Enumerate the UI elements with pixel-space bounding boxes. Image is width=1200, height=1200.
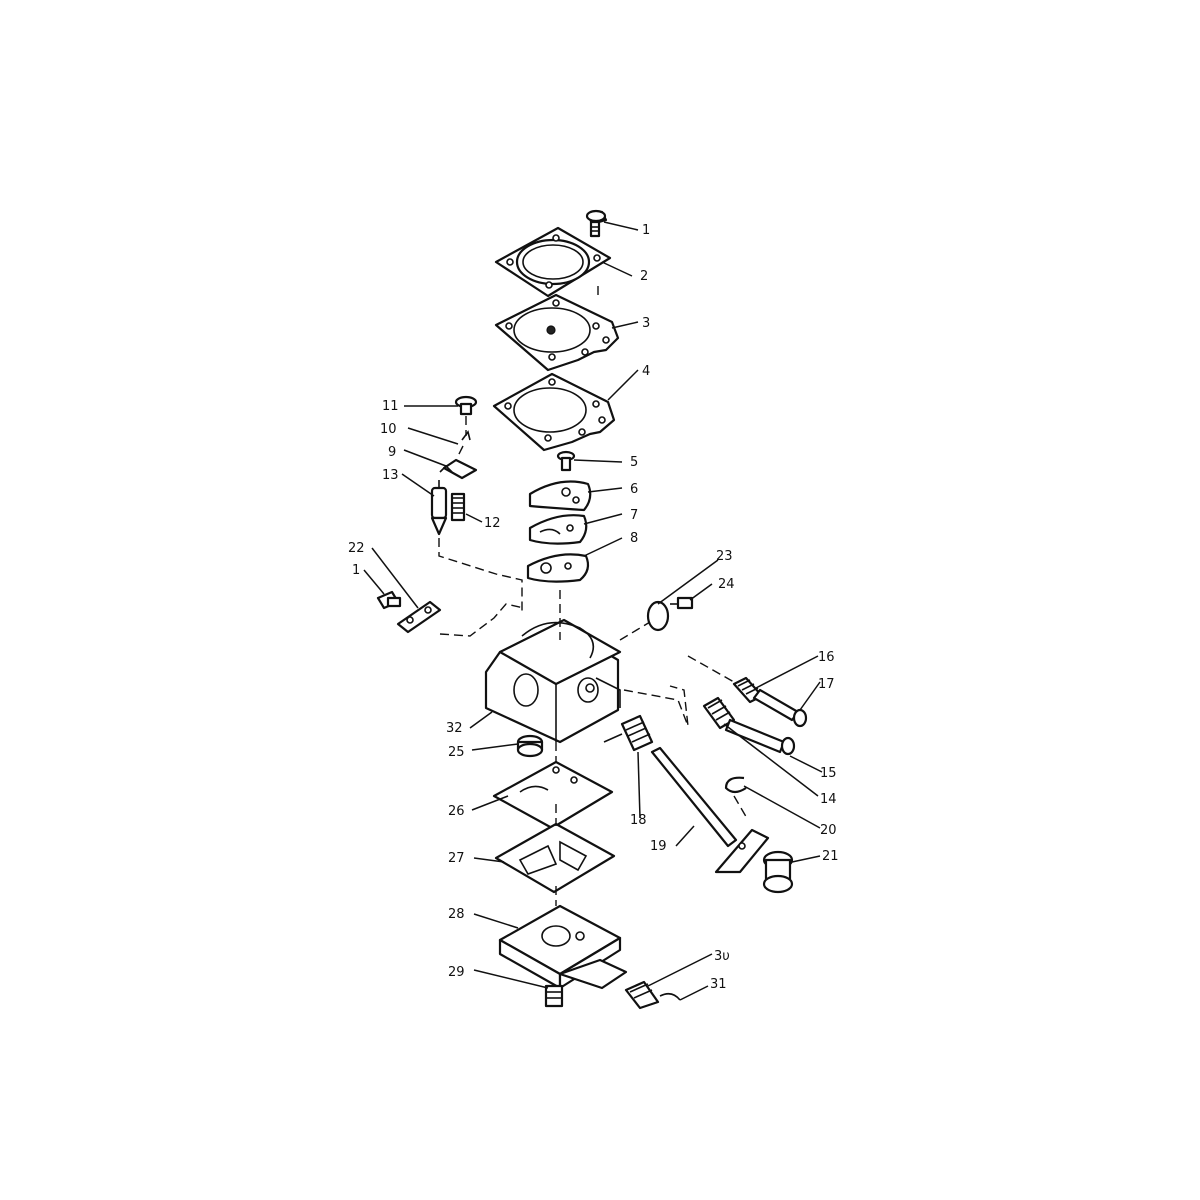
part-31-screw bbox=[659, 992, 681, 1001]
part-8-plate bbox=[526, 553, 590, 583]
callout-32: 32 bbox=[446, 721, 463, 736]
part-1-screw-top bbox=[585, 209, 608, 238]
callout-1-left: 1 bbox=[352, 563, 360, 578]
part-13-needle bbox=[430, 480, 448, 536]
part-23-disc bbox=[646, 600, 670, 632]
callout-19: 19 bbox=[650, 839, 667, 854]
callout-6: 6 bbox=[630, 482, 638, 497]
callout-4: 4 bbox=[642, 364, 650, 379]
part-12-spring bbox=[450, 492, 466, 522]
part-6-plate bbox=[528, 480, 592, 512]
callout-24: 24 bbox=[718, 577, 735, 592]
callout-16: 16 bbox=[818, 650, 835, 665]
callout-10: 10 bbox=[380, 422, 397, 437]
callout-7: 7 bbox=[630, 508, 638, 523]
part-24-screw bbox=[670, 596, 694, 610]
callout-13: 13 bbox=[382, 468, 399, 483]
part-14-spring bbox=[702, 696, 736, 730]
callout-25: 25 bbox=[448, 745, 465, 760]
callout-9: 9 bbox=[388, 445, 396, 460]
part-7-plate bbox=[528, 514, 588, 545]
callout-1-top: 1 bbox=[642, 223, 650, 238]
callout-27: 27 bbox=[448, 851, 465, 866]
part-20-clip bbox=[724, 776, 747, 794]
callout-labels: 1 2 3 4 5 6 7 8 9 10 11 12 13 22 1 23 24… bbox=[348, 223, 839, 992]
callout-15: 15 bbox=[820, 766, 837, 781]
callout-30: 3υ bbox=[714, 949, 730, 964]
part-17-screw bbox=[752, 688, 808, 728]
callout-26: 26 bbox=[448, 804, 465, 819]
part-5-screw bbox=[556, 450, 576, 472]
callout-5: 5 bbox=[630, 455, 638, 470]
part-10-pin bbox=[457, 430, 471, 457]
part-25-plug bbox=[516, 734, 544, 758]
callout-28: 28 bbox=[448, 907, 465, 922]
part-11-screw bbox=[454, 395, 478, 436]
part-18-spring bbox=[603, 714, 654, 752]
callout-23: 23 bbox=[716, 549, 733, 564]
part-27-gasket bbox=[494, 822, 616, 894]
leader-lines bbox=[363, 221, 823, 1001]
callout-29: 29 bbox=[448, 965, 465, 980]
alignment-lines bbox=[438, 286, 749, 906]
part-2-cover-plate bbox=[494, 226, 612, 298]
part-9-lever bbox=[439, 458, 478, 480]
part-3-metering-diaphragm bbox=[494, 293, 620, 372]
part-15-screw bbox=[724, 718, 796, 756]
callout-8: 8 bbox=[630, 531, 638, 546]
callout-31: 31 bbox=[710, 977, 727, 992]
callout-11: 11 bbox=[382, 399, 399, 414]
part-1-screw-left bbox=[376, 590, 402, 610]
part-22-plate bbox=[396, 600, 442, 634]
callout-12: 12 bbox=[484, 516, 501, 531]
callout-20: 20 bbox=[820, 823, 837, 838]
part-32-carburetor-body bbox=[484, 618, 622, 744]
part-28-pump-body bbox=[498, 904, 628, 990]
callout-2: 2 bbox=[640, 269, 648, 284]
part-30-spring bbox=[624, 980, 660, 1010]
callout-22: 22 bbox=[348, 541, 365, 556]
part-29-fitting bbox=[544, 984, 564, 1008]
part-26-gasket bbox=[492, 760, 614, 830]
callout-3: 3 bbox=[642, 316, 650, 331]
part-4-gasket bbox=[492, 372, 616, 452]
part-19-throttle-shaft bbox=[650, 746, 770, 874]
callout-17: 17 bbox=[818, 677, 835, 692]
callout-18: 18 bbox=[630, 813, 647, 828]
callout-21: 21 bbox=[822, 849, 839, 864]
callout-14: 14 bbox=[820, 792, 837, 807]
part-21-cap bbox=[762, 850, 794, 894]
